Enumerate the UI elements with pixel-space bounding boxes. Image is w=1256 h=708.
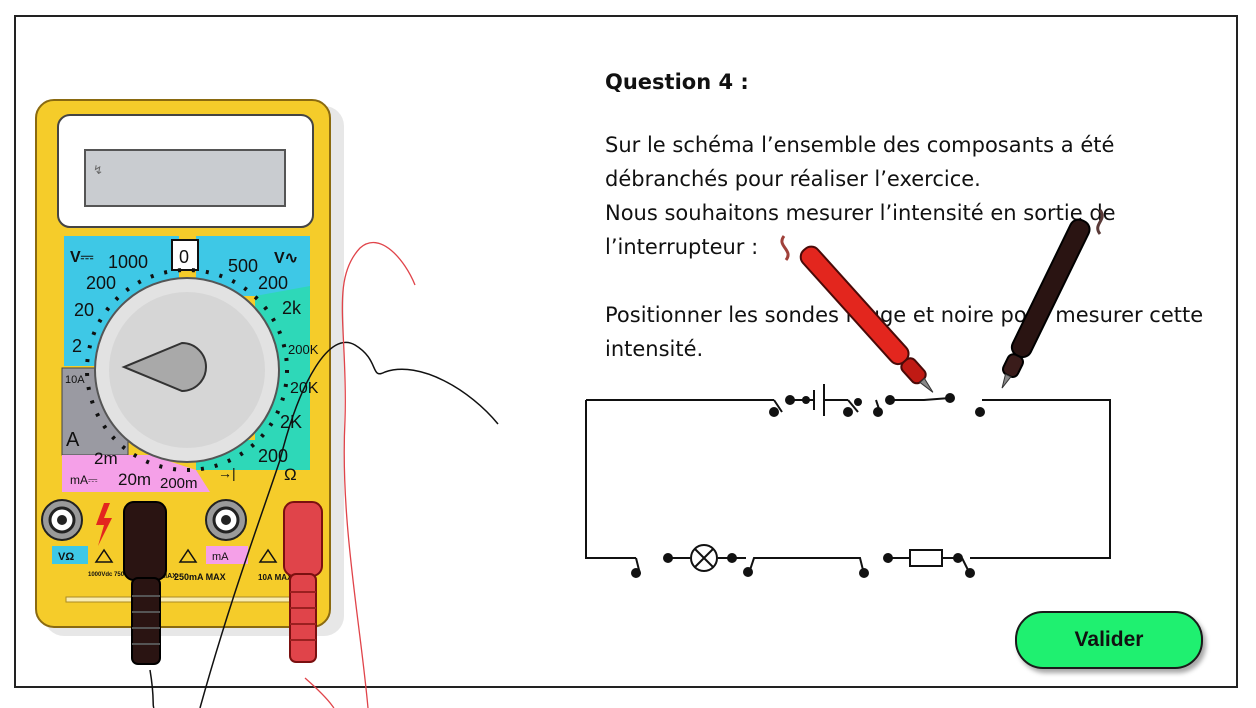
switch-symbol [888, 397, 951, 401]
port-label-vohm: VΩ [58, 551, 74, 563]
label-2k: 2k [282, 298, 302, 318]
terminal[interactable] [873, 407, 883, 417]
label-2: 2 [72, 336, 82, 356]
battery-symbol [790, 384, 848, 416]
label-1000: 1000 [108, 252, 148, 272]
label-200: 200 [258, 446, 288, 466]
label-200K: 200K [288, 342, 319, 357]
probe-leads [149, 241, 499, 708]
multimeter: ↯ V⎓ 1000 200 20 2 0 500 V∿ 200 2k 200K … [35, 99, 344, 665]
terminal[interactable] [769, 407, 779, 417]
jack-vohm[interactable] [41, 499, 83, 541]
black-probe[interactable] [993, 209, 1104, 392]
terminal[interactable] [953, 553, 963, 563]
question-text-1a: Sur le schéma l’ensemble des composants … [605, 133, 1115, 191]
jack-ma[interactable] [205, 499, 247, 541]
wire-left [585, 400, 636, 559]
label-500: 500 [228, 256, 258, 276]
circuit-terminals [631, 393, 985, 578]
circuit-diagram [585, 384, 1111, 575]
danger-bolt-icon [96, 503, 112, 546]
ma-zone [62, 455, 210, 492]
warning-250ma: 250mA MAX [174, 572, 226, 582]
question-text-1b: Nous souhaitons mesurer l’intensité en s… [605, 201, 1116, 259]
fuse-symbol [909, 549, 943, 567]
terminal[interactable] [663, 553, 673, 563]
red-probe[interactable] [780, 235, 940, 399]
terminal[interactable] [975, 407, 985, 417]
wire-right [970, 399, 1111, 559]
terminal[interactable] [785, 395, 795, 405]
label-ma-dc: mA⎓ [70, 473, 98, 487]
label-20: 20 [74, 300, 94, 320]
question-paragraph-1: Sur le schéma l’ensemble des composants … [605, 128, 1215, 264]
label-200-left: 200 [86, 273, 116, 293]
label-A: A [66, 429, 80, 451]
terminal[interactable] [883, 553, 893, 563]
terminal[interactable] [885, 395, 895, 405]
lamp-symbol [690, 544, 718, 572]
warning-1000v: 1000Vdc 750Vca MAX [88, 572, 150, 578]
terminal[interactable] [965, 568, 975, 578]
black-plug[interactable] [123, 501, 167, 665]
port-label-ma: mA [212, 551, 229, 563]
lcd-glyph: ↯ [93, 163, 103, 177]
off-marker [171, 239, 199, 271]
terminal[interactable] [859, 568, 869, 578]
validate-button[interactable]: Valider [1015, 611, 1203, 669]
question-panel: Question 4 : Sur le schéma l’ensemble de… [605, 70, 1215, 366]
terminal[interactable] [945, 393, 955, 403]
warning-icons [94, 548, 278, 563]
rotary-selector[interactable] [85, 268, 289, 472]
label-ohm: Ω [284, 465, 297, 484]
terminal[interactable] [631, 568, 641, 578]
label-200m: 200m [160, 475, 198, 492]
label-2m: 2m [94, 449, 118, 468]
dial-pointer [121, 341, 207, 393]
label-v-dc: V⎓ [70, 249, 94, 266]
label-v-ac: V∿ [274, 250, 298, 267]
label-0: 0 [179, 247, 189, 267]
warning-10a: 10A MAX [258, 573, 293, 582]
label-20m: 20m [118, 470, 151, 489]
terminal[interactable] [743, 567, 753, 577]
label-200-right: 200 [258, 273, 288, 293]
red-plug[interactable] [283, 501, 323, 663]
terminal[interactable] [843, 407, 853, 417]
diode-icon: →| [218, 465, 236, 481]
label-10A: 10A [65, 374, 85, 386]
question-title: Question 4 : [605, 70, 749, 94]
lcd-display [84, 149, 286, 207]
terminal[interactable] [727, 553, 737, 563]
question-paragraph-2: Positionner les sondes rouge et noire po… [605, 303, 1204, 361]
